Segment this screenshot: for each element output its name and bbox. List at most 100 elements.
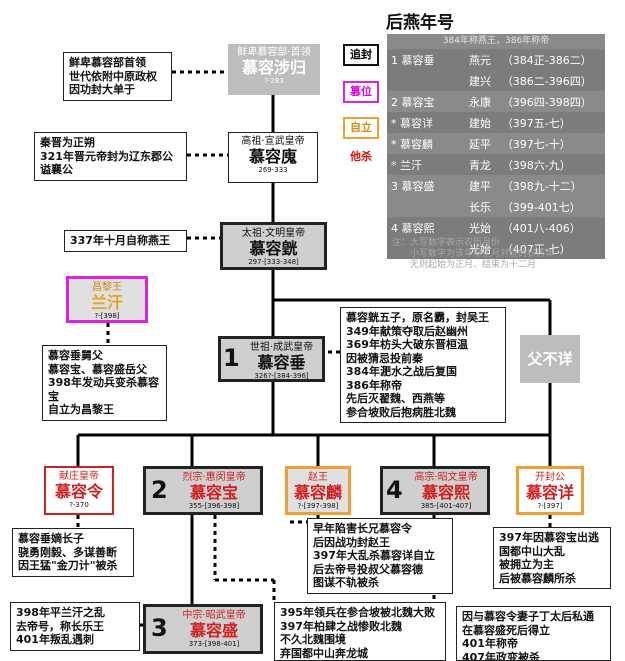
node-murong-huang: 太祖·文明皇帝 慕容皝 297-[333-348]	[220, 222, 327, 270]
era-cell-era: 光始	[469, 221, 491, 235]
note-hui: 秦晋为正朔 321年晋元帝封为辽东郡公 谥襄公	[34, 132, 187, 181]
era-cell-ruler	[387, 196, 465, 217]
era-cell-ruler: 3 慕容盛	[391, 179, 435, 193]
note-huang: 337年十月自称燕王	[64, 230, 187, 252]
ruler-number-xi: 4	[386, 476, 403, 504]
node-name: 慕容廆	[248, 147, 297, 166]
era-table-header: 384年称燕王，386年称帝	[442, 36, 550, 46]
node-name: 慕容宝	[189, 483, 238, 502]
node-father-unknown: 父不详	[520, 335, 580, 383]
era-cell-years: （397五-七）	[501, 116, 571, 130]
era-cell-years: （407正-七）	[501, 242, 571, 256]
note-xi: 因与慕容令妻子丁太后私通 在慕容盛死后得立 401年称帝 407年政变被杀	[456, 606, 611, 661]
era-table-panel: 384年称燕王，386年称帝 1 慕容垂 燕元 （384正-386二） 建兴 （386二…	[387, 34, 605, 259]
node-title: 昌黎王	[92, 282, 122, 293]
era-cell-years: （397七-十）	[501, 137, 571, 151]
node-years: 373-[398-401]	[188, 640, 240, 648]
era-row: * 慕容麟 延平 （397七-十）	[387, 133, 605, 154]
node-name: 慕容令	[54, 482, 103, 501]
node-years: ?-[398]	[94, 312, 120, 320]
era-cell-ruler: 1 慕容垂	[391, 53, 435, 67]
legend-zili: 自立	[343, 117, 379, 139]
node-murong-hui: 高祖·宣武皇帝 慕容廆 269-333	[228, 132, 318, 183]
node-years: 385-[401-407]	[420, 502, 472, 510]
node-title: 鲜卑慕容部·首领	[237, 47, 311, 58]
era-cell-era: 长乐	[469, 200, 491, 214]
era-table: 1 慕容垂 燕元 （384正-386二） 建兴 （386二-396四） 2 慕容宝 永康 （3…	[387, 49, 605, 259]
node-title: 中宗·昭武皇帝	[182, 610, 246, 621]
era-cell-ruler: 4 慕容熙	[391, 221, 435, 235]
node-name: 慕容垂	[257, 353, 306, 372]
era-cell-years: （386二-396四）	[501, 74, 592, 88]
era-row: 4 慕容熙 光始 （401八-406）	[387, 217, 605, 238]
node-title: 太祖·文明皇帝	[241, 228, 306, 239]
node-years: 269-333	[258, 166, 288, 174]
era-cell-years: （401八-406）	[501, 221, 581, 235]
era-cell-era: 燕元	[469, 53, 491, 67]
node-murong-sheng: 中宗·昭武皇帝 慕容盛 373-[398-401]	[143, 604, 263, 654]
ruler-number-bao: 2	[151, 476, 168, 504]
era-cell-era: 延平	[469, 137, 491, 151]
page-title: 后燕年号	[386, 13, 454, 33]
era-cell-years: （396四-398四）	[501, 95, 592, 109]
era-row: 光始 （407正-七）	[387, 238, 605, 259]
era-row: 2 慕容宝 永康 （396四-398四）	[387, 91, 605, 112]
node-years: ?-283	[264, 77, 284, 85]
era-footnote: 注：大写数字表示农历月份 小写数字为该年份正月对应的农历年 无则起始为正月、结束…	[392, 238, 555, 270]
era-cell-ruler: * 兰汗	[391, 158, 422, 172]
node-title: 烈宗·惠闵皇帝	[182, 472, 246, 483]
node-name: 慕容涉归	[241, 58, 306, 77]
node-murong-shegui: 鲜卑慕容部·首领 慕容涉归 ?-283	[228, 44, 320, 95]
node-title: 高宗·昭文皇帝	[414, 472, 478, 483]
era-cell-ruler: * 慕容麟	[391, 137, 433, 151]
note-xiang: 397年因慕容宝出逃 国都中山大乱 被拥立为主 后被慕容麟所杀	[493, 527, 611, 589]
legend-diwei: 篡位	[343, 81, 379, 103]
ruler-number-chui: 1	[223, 344, 240, 372]
node-murong-lin: 赵王 慕容麟 ?-[397-398]	[285, 466, 351, 515]
node-murong-chui: 世祖·成武皇帝 慕容垂 326?-[384-396]	[218, 336, 325, 382]
node-years: 326?-[384-396]	[254, 372, 309, 380]
note-ling: 慕容垂嫡长子 骁勇刚毅、多谋善断 因王猛"金刀计"被杀	[12, 528, 134, 577]
node-name: 慕容盛	[189, 621, 238, 640]
node-name: 慕容麟	[293, 483, 342, 502]
node-years: ?-370	[69, 501, 89, 509]
node-title: 高祖·宣武皇帝	[241, 136, 305, 147]
era-cell-years: （384正-386二）	[501, 53, 592, 67]
era-cell-era: 光始	[469, 242, 491, 256]
legend-tasha: 他杀	[350, 150, 372, 163]
era-cell-era: 建平	[469, 179, 491, 193]
note-chui: 慕容皝五子，原名霸，封吴王 349年献策夺取后赵幽州 369年枋头大破东晋桓温 …	[340, 307, 506, 423]
note-lanhan: 慕容垂舅父 慕容宝、慕容盛岳父 398年发动兵变杀慕容宝 自立为昌黎王	[42, 345, 167, 421]
era-row: 3 慕容盛 建平 （398九-十二）	[387, 175, 605, 196]
ruler-number-sheng: 3	[151, 614, 168, 642]
era-cell-ruler: 2 慕容宝	[391, 95, 435, 109]
era-cell-ruler: * 慕容详	[391, 116, 433, 130]
node-title: 献庄皇帝	[59, 471, 99, 482]
node-murong-bao: 烈宗·惠闵皇帝 慕容宝 355-[396-398]	[143, 466, 263, 515]
era-cell-era: 建兴	[469, 74, 491, 88]
era-cell-era: 青龙	[469, 158, 491, 172]
node-murong-xiang: 开封公 慕容详 ?-[397]	[516, 466, 584, 515]
node-murong-xi: 高宗·昭文皇帝 慕容熙 385-[401-407]	[380, 466, 490, 515]
node-name: 慕容皝	[249, 239, 298, 258]
node-name: 兰汗	[90, 293, 123, 312]
node-years: 355-[396-398]	[188, 502, 240, 510]
node-years: ?-[397-398]	[297, 502, 339, 510]
era-cell-era: 永康	[469, 95, 491, 109]
era-row: * 慕容详 建始 （397五-七）	[387, 112, 605, 133]
note-lin: 早年陷害长兄慕容令 后因战功封赵王 397年大乱杀慕容详自立 后去帝号投叔父慕容…	[307, 518, 453, 594]
node-title: 世祖·成武皇帝	[249, 342, 314, 353]
era-row: 1 慕容垂 燕元 （384正-386二）	[387, 49, 605, 70]
era-row: 建兴 （386二-396四）	[387, 70, 605, 91]
node-lan-han: 昌黎王 兰汗 ?-[398]	[66, 276, 148, 323]
node-years: ?-[397]	[537, 502, 563, 510]
era-cell-years: （399-401七）	[501, 200, 581, 214]
era-cell-years: （398九-十二）	[501, 179, 582, 193]
note-shegui: 鲜卑慕容部首领 世代依附中原政权 因功封大单于	[63, 52, 172, 101]
era-row: 长乐 （399-401七）	[387, 196, 605, 217]
node-title: 赵王	[308, 472, 328, 483]
era-cell-era: 建始	[469, 116, 491, 130]
note-sheng: 398年平兰汗之乱 去帝号，称长乐王 401年叛乱遇刺	[10, 602, 140, 651]
node-title: 开封公	[535, 472, 565, 483]
